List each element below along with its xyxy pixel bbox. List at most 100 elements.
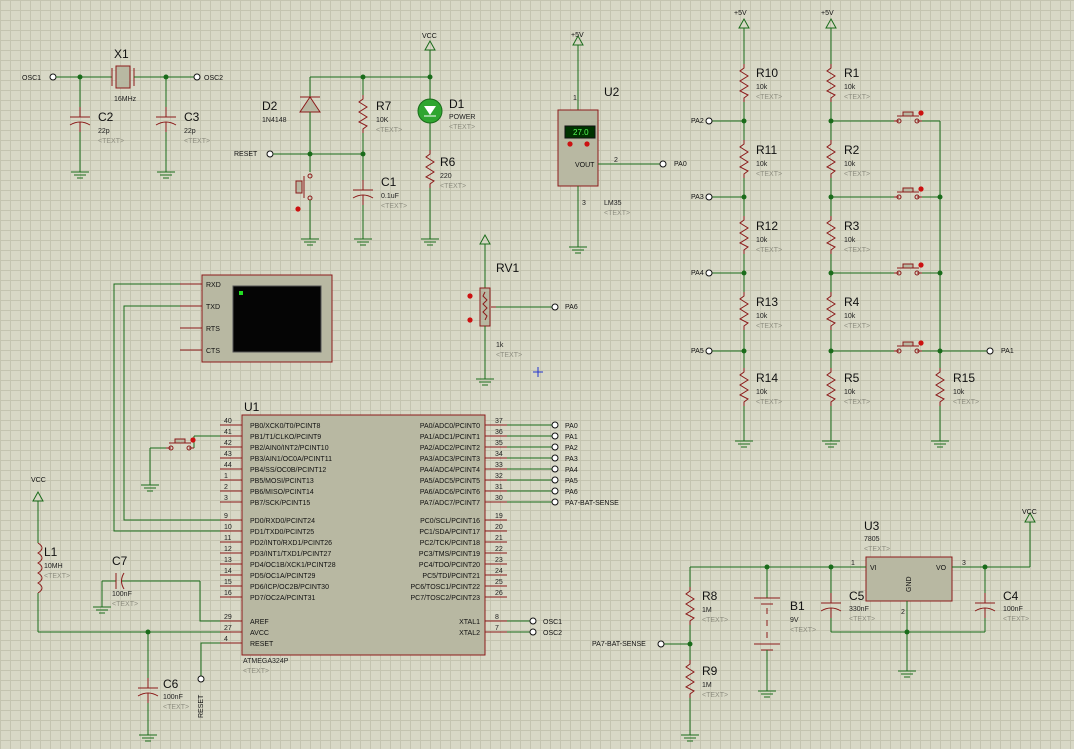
pa4-terminal[interactable] — [705, 269, 713, 277]
resistor-r4[interactable] — [826, 291, 836, 331]
c1-ref: C1 — [381, 175, 397, 189]
u1-net-label: OSC2 — [543, 630, 562, 637]
u1-right-pin-number: 30 — [495, 495, 503, 502]
capacitor-c6[interactable] — [137, 677, 159, 704]
r10-ref: R10 — [756, 66, 778, 80]
resistor-r1[interactable] — [826, 63, 836, 103]
osc2-terminal[interactable] — [193, 73, 201, 81]
u1-right-pin-number: 36 — [495, 429, 503, 436]
pa1-terminal[interactable] — [986, 347, 994, 355]
microcontroller-u1[interactable]: U1 ATMEGA324P <TEXT> 40PB0/XCK0/T0/PCINT… — [220, 400, 619, 675]
u1-net-terminal[interactable] — [551, 476, 559, 484]
ladder-right: +5V PA1 — [821, 10, 1014, 448]
u1-net-terminal[interactable] — [551, 454, 559, 462]
diode-d2[interactable] — [299, 96, 321, 113]
pa3-terminal[interactable] — [705, 193, 713, 201]
u1-left-pin-name: PD6/ICP/OC2B/PCINT30 — [250, 584, 329, 591]
u1-right-pin-number: 23 — [495, 557, 503, 564]
regulator-u3[interactable] — [865, 556, 953, 602]
u1-right-pin-number: 32 — [495, 473, 503, 480]
pa2-terminal[interactable] — [705, 117, 713, 125]
u1-right-pin-number: 24 — [495, 568, 503, 575]
u1-net-terminal[interactable] — [551, 443, 559, 451]
potentiometer-rv1[interactable] — [479, 287, 491, 327]
resistor-r3[interactable] — [826, 215, 836, 255]
u1-right-pin-name: PA0/ADC0/PCINT0 — [420, 423, 480, 430]
battery-b1[interactable] — [754, 597, 780, 651]
u1-left-pin-name: PB6/MISO/PCINT14 — [250, 489, 314, 496]
u1-right-pin-name: PC6/TOSC1/PCINT22 — [410, 584, 480, 591]
resistor-r11[interactable] — [739, 139, 749, 179]
inductor-l1[interactable] — [37, 542, 43, 594]
u1-net-terminal[interactable] — [551, 465, 559, 473]
reset-terminal-u1[interactable] — [197, 675, 205, 683]
pb1-switch[interactable] — [140, 435, 220, 492]
button-sw2[interactable] — [893, 185, 925, 200]
sensor-u2[interactable] — [557, 109, 599, 187]
u1-left-pin-name: PD7/OC2A/PCINT31 — [250, 595, 315, 602]
r12-text: <TEXT> — [756, 247, 782, 254]
pa0-terminal-u2[interactable] — [659, 160, 667, 168]
capacitor-c7[interactable] — [121, 572, 125, 590]
rv1-section: PA6 RV1 1k <TEXT> — [467, 234, 578, 386]
resistor-r10[interactable] — [739, 63, 749, 103]
u1-net-terminal[interactable] — [529, 617, 537, 625]
u1-net-terminal[interactable] — [551, 421, 559, 429]
x1-value: 16MHz — [114, 96, 137, 103]
button-sw4[interactable] — [893, 339, 925, 354]
u1-reset-label: RESET — [198, 694, 205, 718]
b1-value: 9V — [790, 617, 799, 624]
u1-right-pin-name: PC2/TCK/PCINT18 — [420, 540, 480, 547]
u1-right-pin-name: PC0/SCL/PCINT16 — [420, 518, 480, 525]
r8-text: <TEXT> — [702, 617, 728, 624]
u1-left-pin-name: PB7/SCK/PCINT15 — [250, 500, 310, 507]
u1-left-pin-name: PB3/AIN1/OC0A/PCINT11 — [250, 456, 332, 463]
crystal-x1[interactable] — [115, 65, 131, 89]
resistor-r9[interactable] — [685, 659, 695, 699]
r8-ref: R8 — [702, 589, 718, 603]
button-sw3[interactable] — [893, 261, 925, 276]
resistor-r6[interactable] — [425, 149, 435, 189]
resistor-r2[interactable] — [826, 139, 836, 179]
pa5-terminal[interactable] — [705, 347, 713, 355]
resistor-r13[interactable] — [739, 291, 749, 331]
resistor-r8[interactable] — [685, 586, 695, 626]
c6-text: <TEXT> — [163, 704, 189, 711]
u1-left-pin-name: PB1/T1/CLKO/PCINT9 — [250, 434, 321, 441]
pa6-terminal-rv1[interactable] — [551, 303, 559, 311]
capacitor-c3[interactable] — [155, 106, 177, 133]
reset-terminal[interactable] — [266, 150, 274, 158]
pa7-bat-sense-terminal[interactable] — [657, 640, 665, 648]
resistor-r14[interactable] — [739, 367, 749, 407]
u1-left-pin-number: 1 — [224, 473, 228, 480]
resistor-r7[interactable] — [358, 94, 368, 134]
c7-value: 100nF — [112, 591, 132, 598]
r10-text: <TEXT> — [756, 94, 782, 101]
capacitor-c5[interactable] — [820, 592, 842, 619]
u1-net-terminal[interactable] — [551, 498, 559, 506]
resistor-r5[interactable] — [826, 367, 836, 407]
c2-ref: C2 — [98, 110, 114, 124]
r6-ref: R6 — [440, 155, 456, 169]
u1-net-terminal[interactable] — [551, 487, 559, 495]
capacitor-c4[interactable] — [974, 592, 996, 619]
osc1-terminal[interactable] — [49, 73, 57, 81]
avcc-filter: VCC L1 10MH <TEXT> C7 100nF <TEXT> C6 10… — [31, 477, 220, 742]
rv1-text: <TEXT> — [496, 352, 522, 359]
virtual-terminal[interactable]: RXD TXD RTS CTS — [113, 274, 333, 532]
resistor-r12[interactable] — [739, 215, 749, 255]
u1-net-terminal[interactable] — [551, 432, 559, 440]
capacitor-c1[interactable] — [352, 179, 374, 206]
r11-text: <TEXT> — [756, 171, 782, 178]
capacitor-c2[interactable] — [69, 106, 91, 133]
r3-text: <TEXT> — [844, 247, 870, 254]
u1-net-label: PA4 — [565, 467, 578, 474]
resistor-r15[interactable] — [935, 367, 945, 407]
reset-switch[interactable] — [295, 180, 303, 194]
u1-left-pin-number: 42 — [224, 440, 232, 447]
r5-value: 10k — [844, 389, 856, 396]
u1-net-label: PA7-BAT-SENSE — [565, 500, 619, 507]
u1-net-terminal[interactable] — [529, 628, 537, 636]
button-sw1[interactable] — [893, 109, 925, 124]
